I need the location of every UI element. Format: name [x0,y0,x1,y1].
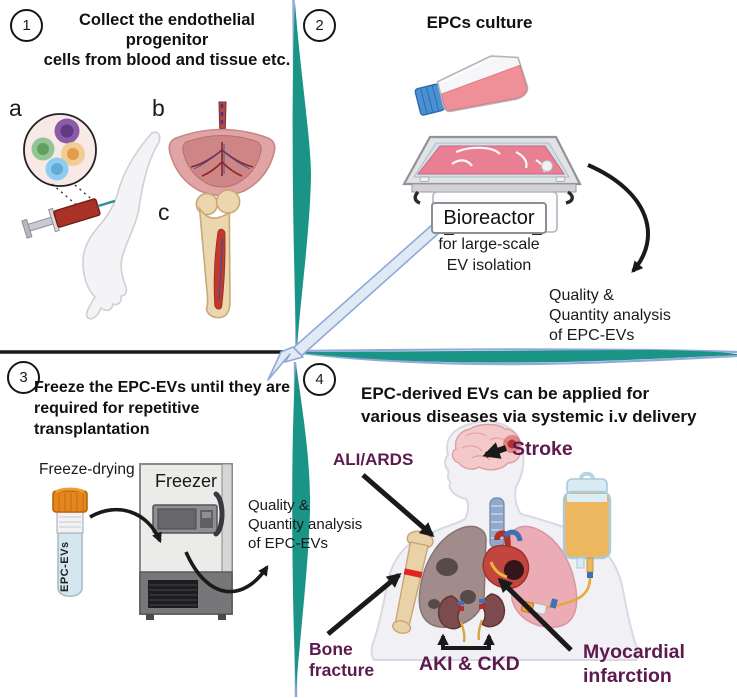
panel3-quality-line1: Quality & [248,497,309,514]
panel2-quality-line2: Quantity analysis [549,307,671,324]
arrow-bioreactor-to-quality [587,163,650,273]
panel1-title: Collect the endothelial progenitor cells… [38,10,296,70]
label-mi-line1: Myocardial [583,641,685,663]
panel3-quality-text: Quality & Quantity analysis of EPC-EVs [248,496,362,553]
placenta-illustration [168,101,276,197]
panel1-number: 1 [10,9,43,42]
blood-draw-arm-syringe-illustration [21,131,161,320]
panel1-label-a: a [9,95,22,121]
bioreactor-label: Bioreactor [431,202,547,234]
panel2-quality-line3: of EPC-EVs [549,327,635,344]
label-aki-ckd: AKI & CKD [419,653,520,675]
panel4-title-line1: EPC-derived EVs can be applied for [361,384,650,403]
panel1-label-c: c [158,199,170,225]
vial-label: EPC-EVs [59,541,71,593]
freeze-drying-label: Freeze-drying [39,461,135,478]
disease-arrows [326,442,573,652]
panel3-number: 3 [7,361,40,394]
cell-culture-flask-illustration [414,55,529,116]
panel4-title-line2: various diseases via systemic i.v delive… [361,407,697,426]
bioreactor-caption-line2: EV isolation [446,257,532,274]
panel2-quality-text: Quality & Quantity analysis of EPC-EVs [549,286,671,346]
label-mi-line2: infarction [583,665,672,687]
panel2-quality-line1: Quality & [549,287,614,304]
panel2-title: EPCs culture [426,13,533,32]
bioreactor-caption-line1: for large-scale [438,236,540,253]
panel1-title-line1: Collect the endothelial progenitor [78,11,256,50]
bioreactor-caption: for large-scale EV isolation [414,234,564,276]
panel1-title-line2: cells from blood and tissue etc. [43,51,291,70]
panel1-label-b: b [152,95,165,121]
label-bone-fracture-line2: fracture [309,660,375,680]
label-bone-fracture: Bone fracture [309,639,374,681]
arrow-vial-to-freezer [89,507,162,544]
label-ali-ards: ALI/ARDS [333,450,414,469]
arrow-freezer-to-quality [184,551,269,594]
panel3-title: Freeze the EPC-EVs until they are requir… [34,377,299,440]
epc-cells-magnifier-illustration [23,113,97,209]
bone-illustration [195,189,241,319]
panel3-quality-line2: Quantity analysis [248,516,363,533]
freezer-label: Freezer [154,471,217,491]
label-myocardial-infarction: Myocardial infarction [583,640,685,688]
panel2-number: 2 [303,9,336,42]
label-stroke: Stroke [512,438,573,460]
label-bone-fracture-line1: Bone [309,639,353,659]
panel3-title-line2: required for repetitive transplantation [34,400,200,438]
panel3-title-line1: Freeze the EPC-EVs until they are [34,379,291,396]
iv-bag-illustration [520,471,612,615]
freeze-dried-vial-illustration [52,487,88,598]
panel4-title: EPC-derived EVs can be applied for vario… [361,382,701,428]
panel3-quality-line3: of EPC-EVs [248,535,329,552]
panel4-number: 4 [303,363,336,396]
